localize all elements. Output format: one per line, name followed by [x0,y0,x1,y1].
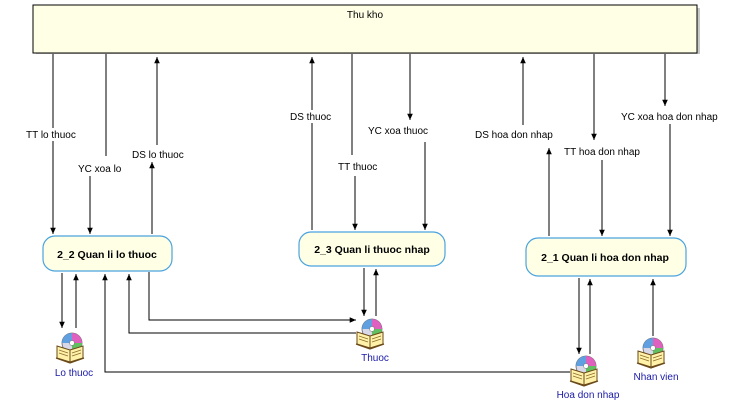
process-2-3-label: 2_3 Quan li thuoc nhap [314,244,430,256]
store-nhan-vien[interactable]: Nhan vien [633,337,679,383]
process-2-2-label: 2_2 Quan li lo thuoc [57,249,157,261]
flow-labels: TT lo thuoc YC xoa lo DS lo thuoc DS thu… [24,110,731,175]
store-lo-thuoc[interactable]: Lo thuoc [55,332,93,379]
store-thuoc-label: Thuoc [361,353,389,364]
flow-label-yc-xoa-lo: YC xoa lo [78,164,122,175]
flow-label-ds-hoa-don-nhap: DS hoa don nhap [475,130,553,141]
store-lo-thuoc-label: Lo thuoc [55,368,93,379]
flow-label-ds-thuoc: DS thuoc [290,112,331,123]
flow-label-tt-thuoc: TT thuoc [338,162,377,173]
flow-label-yc-xoa-hoa-don-nhap: YC xoa hoa don nhap [621,112,718,123]
flow-label-tt-lo-thuoc: TT lo thuoc [26,130,76,141]
thu-kho-label: Thu kho [347,10,384,21]
process-2-1[interactable]: 2_1 Quan li hoa don nhap [525,237,687,277]
store-nhan-vien-label: Nhan vien [633,372,678,383]
flow-label-ds-lo-thuoc: DS lo thuoc [132,150,184,161]
process-2-1-label: 2_1 Quan li hoa don nhap [541,252,669,264]
flow-label-yc-xoa-thuoc: YC xoa thuoc [368,126,428,137]
external-entity-thu-kho[interactable]: Thu kho [32,4,700,54]
process-2-3[interactable]: 2_3 Quan li thuoc nhap [298,231,446,267]
store-thuoc[interactable]: Thuoc [355,318,389,364]
flow-lines [50,54,673,373]
process-2-2[interactable]: 2_2 Quan li lo thuoc [42,235,173,272]
flow-label-tt-hoa-don-nhap: TT hoa don nhap [564,147,640,158]
store-hoa-don-nhap-label: Hoa don nhap [557,390,620,401]
store-hoa-don-nhap[interactable]: Hoa don nhap [557,355,620,401]
